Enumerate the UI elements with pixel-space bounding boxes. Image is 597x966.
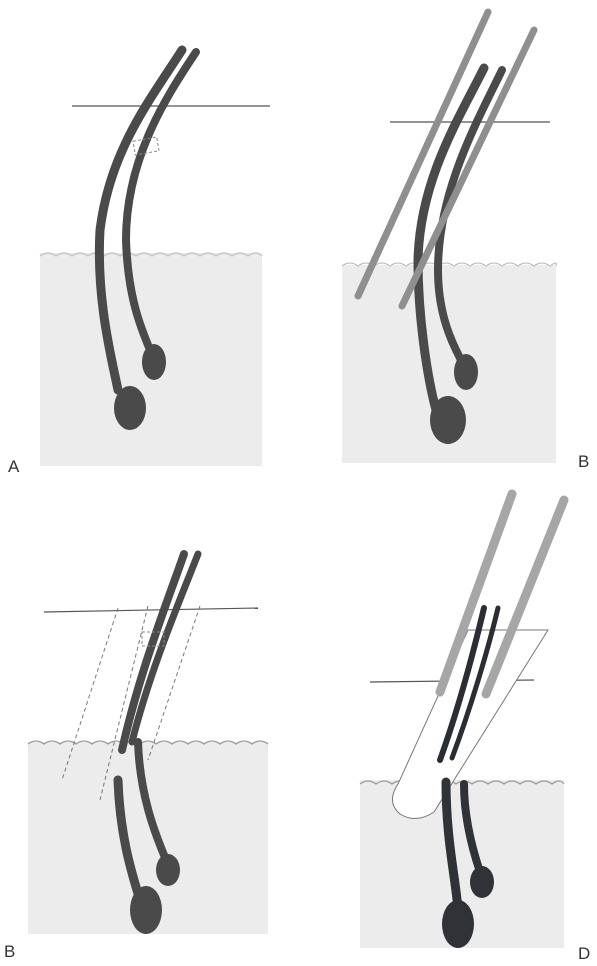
panel-b-bottom [0, 480, 298, 966]
hair-bulb [114, 386, 146, 430]
panel-b-top [298, 0, 597, 480]
panel-d-illustration [298, 480, 597, 966]
panel-label: B [578, 452, 589, 472]
hair-bulb [156, 854, 180, 886]
panel-d [298, 480, 597, 966]
hair-bulb [430, 396, 466, 444]
panel-label: A [8, 457, 19, 477]
panel-a [0, 0, 298, 480]
panel-a-illustration [0, 0, 298, 480]
hair-shaft [132, 554, 198, 742]
panel-label: B [4, 942, 15, 962]
hair-bulb [130, 886, 162, 934]
forceps-prong [358, 12, 488, 296]
panel-b-bottom-illustration [0, 480, 298, 966]
hair-shaft [122, 554, 184, 750]
hair-bulb [470, 866, 494, 898]
hair-bulb [442, 900, 474, 948]
panel-label: D [578, 944, 590, 964]
panel-b-top-illustration [298, 0, 597, 480]
epidermis-line [44, 608, 258, 612]
hair-bulb [142, 344, 166, 380]
hair-bulb [454, 354, 478, 390]
